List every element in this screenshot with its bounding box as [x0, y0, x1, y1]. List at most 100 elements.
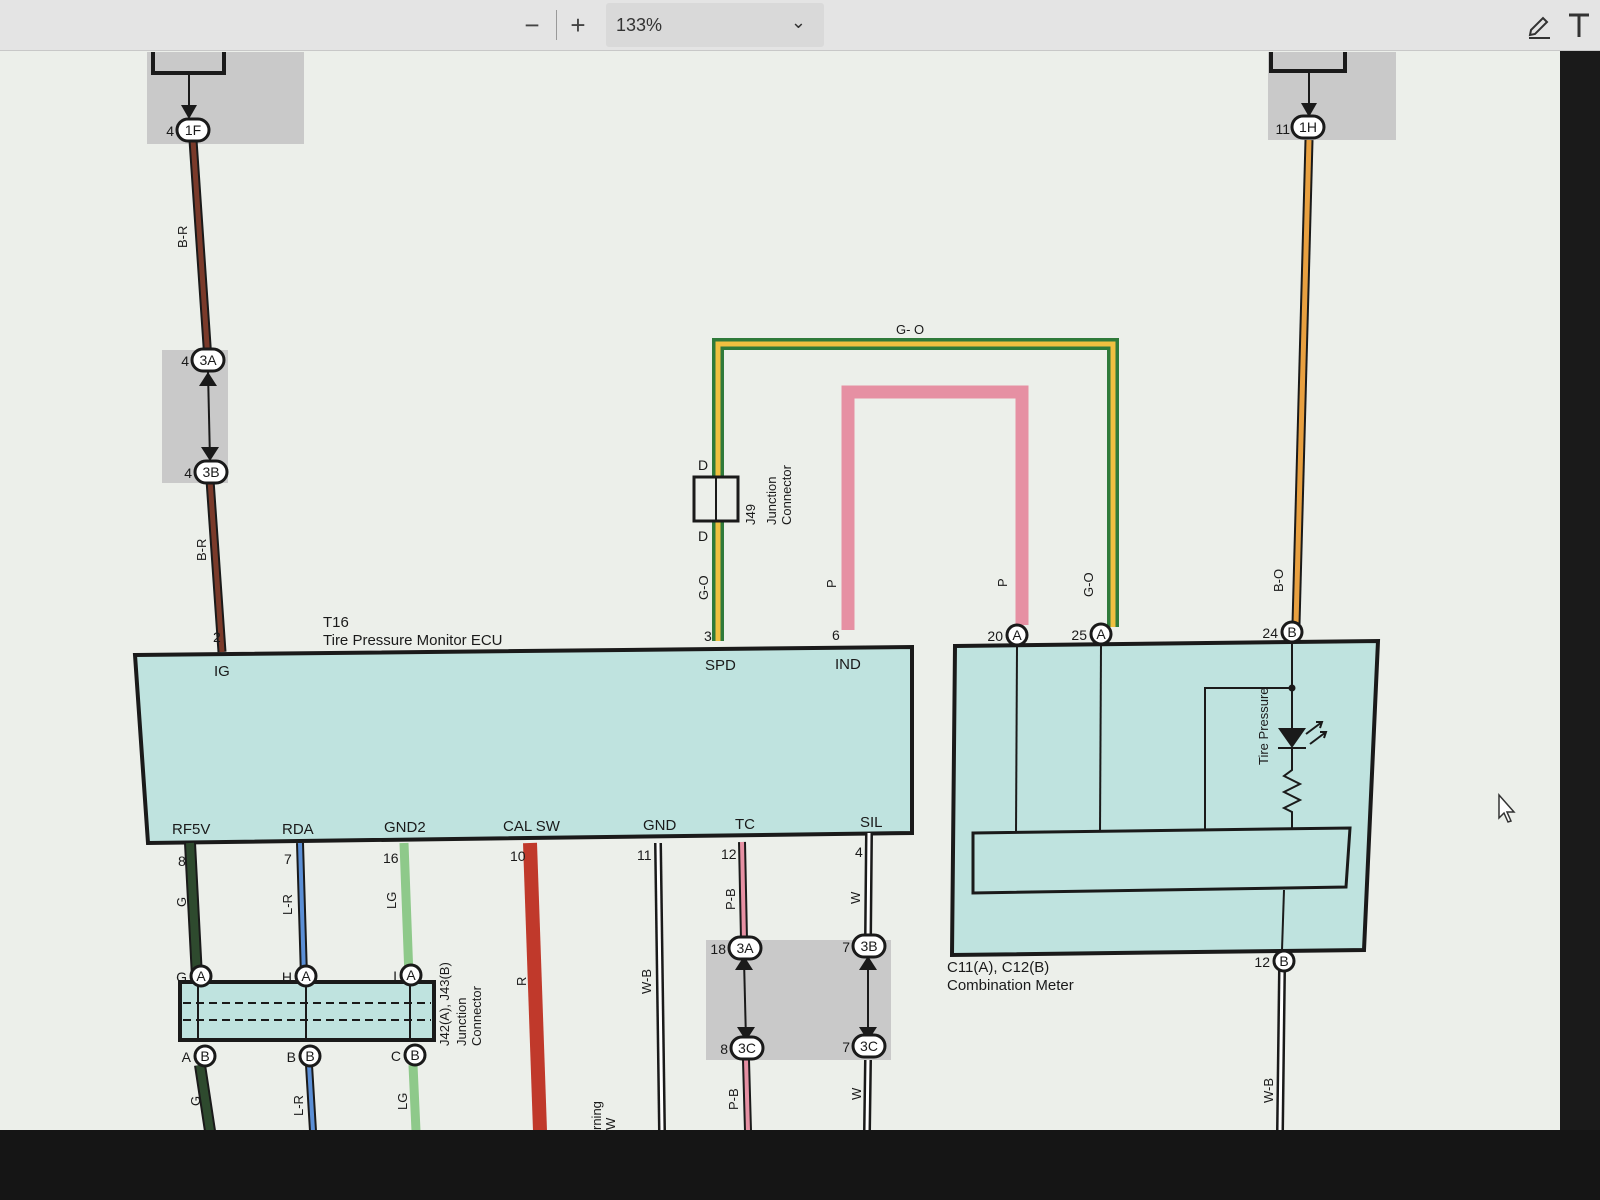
wire-label-g-up: G [174, 897, 189, 907]
led-icon [1278, 728, 1306, 748]
ecu-term-tc: TC [735, 816, 755, 833]
wire-label-r: R [514, 977, 529, 986]
wire-label-wb-gnd: W-B [639, 969, 654, 994]
wire-label-wb-meter: W-B [1261, 1078, 1276, 1103]
chevron-down-icon: ⌄ [790, 12, 806, 32]
wire-label-pb-up: P-B [723, 888, 738, 910]
led-light-rays [1305, 721, 1328, 745]
resistor-icon [1281, 748, 1303, 830]
meter-pin-20-conn: A [1012, 627, 1022, 643]
ecu-pin-sil-num: 4 [855, 844, 863, 860]
zoom-out-button[interactable]: − [524, 10, 540, 40]
conn-3b-right-num: 7 [842, 939, 850, 955]
wire-label-g-low: G [188, 1096, 203, 1106]
conn-3b-left-id: 3B [202, 464, 219, 480]
zoom-value: 133% [616, 15, 663, 35]
wire-3a-3b [207, 371, 211, 461]
mouse-cursor-icon [1498, 793, 1516, 823]
ecu-pin-gnd-num: 11 [637, 847, 652, 863]
ecu-pin-tc-num: 12 [721, 846, 737, 862]
wire-p [841, 385, 1029, 630]
ecu-pin-rda-num: 7 [284, 851, 292, 867]
monitor-bezel [0, 1130, 1600, 1200]
conn-3c-mid-num: 8 [720, 1041, 728, 1057]
ecu-term-gnd2: GND2 [384, 819, 426, 836]
wire-label-bo: B-O [1271, 569, 1286, 592]
meter-lamp-label: Tire Pressure [1256, 687, 1271, 765]
wire-label-lg-up: LG [384, 892, 399, 909]
connector-circles [175, 114, 1326, 1068]
j42-pin-g-conn: A [196, 968, 206, 984]
j43-pin-b-letter: B [287, 1049, 296, 1065]
ecu-pin-cal-sw-num: 10 [510, 848, 526, 864]
meter-inner-box [971, 826, 1352, 895]
conn-1f-id: 1F [185, 122, 201, 138]
wiring-diagram: 1F 1H 3A 3B 3A 3C 3B 3C A A B B A A A B … [132, 52, 1516, 1132]
lower-wires [184, 832, 1286, 1132]
ecu-term-rf5v: RF5V [172, 821, 210, 838]
zoom-in-button[interactable]: + [570, 10, 586, 40]
j42-line1: Junction [454, 998, 469, 1046]
ecu-box [132, 644, 914, 846]
j43-pin-a-letter: A [182, 1049, 192, 1065]
wire-label-br-upper: B-R [175, 226, 190, 248]
conn-3c-right-num: 7 [842, 1039, 850, 1055]
j43-pin-c-letter: C [391, 1048, 401, 1064]
j43-pin-a-conn: B [200, 1048, 209, 1064]
wire-label-br-lower: B-R [194, 539, 209, 561]
ecu-term-spd: SPD [705, 657, 736, 674]
meter-pin-12-num: 12 [1254, 954, 1270, 970]
meter-junction-dot [1288, 684, 1296, 692]
wire-label-w-low: W [849, 1087, 864, 1100]
conn-1h-num: 11 [1275, 121, 1290, 137]
j49-pin-top: D [698, 457, 708, 473]
conn-3c-right-id: 3C [860, 1038, 878, 1054]
ecu-pin-spd-num: 3 [704, 628, 712, 644]
j49-line1: Junction [764, 477, 779, 525]
ecu-pin-gnd2-num: 16 [383, 850, 399, 866]
j42-id: J42(A), J43(B) [437, 962, 452, 1046]
ecu-term-cal-sw: CAL SW [503, 818, 561, 835]
j42-line2: Connector [469, 985, 484, 1046]
meter-id: C11(A), C12(B) [947, 959, 1049, 976]
meter-pin-25-num: 25 [1071, 627, 1087, 643]
j49-pin-bottom: D [698, 528, 708, 544]
j42-pin-i-letter: I [393, 968, 397, 984]
ecu-name: Tire Pressure Monitor ECU [323, 632, 503, 649]
conn-3b-right-id: 3B [860, 938, 877, 954]
ecu-pin-rf5v-num: 8 [178, 853, 186, 869]
j49-id: J49 [743, 504, 758, 525]
ecu-pin-ig-num: 2 [213, 629, 221, 645]
wire-label-pb-low: P-B [726, 1088, 741, 1110]
wire-label-go-meter: G-O [1081, 572, 1096, 597]
meter-line-25 [1099, 645, 1102, 833]
cut-text-line1: rning [589, 1101, 604, 1130]
ecu-term-ind: IND [835, 656, 861, 673]
wire-label-lr-up: L-R [280, 894, 295, 915]
ecu-term-ig: IG [214, 663, 230, 680]
zoom-select[interactable]: 133% ⌄ [606, 3, 824, 47]
wire-bo [1293, 139, 1312, 625]
conn-3b-left-num: 4 [184, 465, 192, 481]
connector-shade-1h [1268, 52, 1396, 140]
highlight-pen-icon[interactable] [1524, 10, 1554, 40]
j49-line2: Connector [779, 464, 794, 525]
conn-3c-mid-id: 3C [738, 1040, 756, 1056]
text-tool-icon[interactable] [1564, 10, 1594, 40]
meter-pin-12-conn: B [1279, 953, 1288, 969]
ecu-term-sil: SIL [860, 814, 883, 831]
wire-label-lg-low: LG [395, 1093, 410, 1110]
ecu-pin-ind-num: 6 [832, 627, 840, 643]
wire-br [190, 139, 225, 653]
j42-pin-h-conn: A [301, 968, 311, 984]
wire-label-go-top: G- O [896, 322, 924, 337]
ecu-term-rda: RDA [282, 821, 314, 838]
conn-1f-num: 4 [166, 123, 174, 139]
meter-pin-24-conn: B [1287, 624, 1296, 640]
j42-pin-i-conn: A [406, 967, 416, 983]
conn-3a-mid-id: 3A [736, 940, 754, 956]
meter-pin-20-num: 20 [987, 628, 1003, 644]
conn-3a-left-id: 3A [199, 352, 217, 368]
wire-label-w-up: W [848, 891, 863, 904]
ecu-id: T16 [323, 614, 349, 631]
